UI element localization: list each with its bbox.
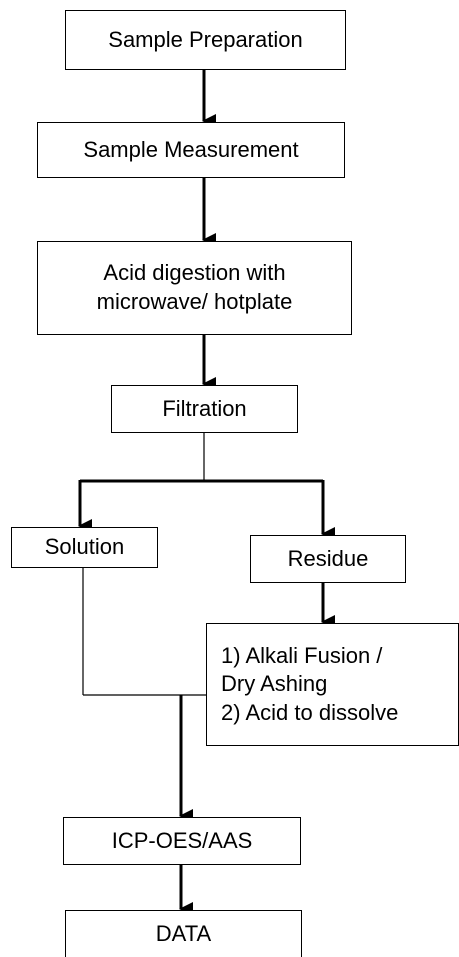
node-alkali-fusion: 1) Alkali Fusion / Dry Ashing 2) Acid to… (206, 623, 459, 746)
node-sample-preparation: Sample Preparation (65, 10, 346, 70)
node-filtration: Filtration (111, 385, 298, 433)
node-acid-digestion: Acid digestion with microwave/ hotplate (37, 241, 352, 335)
node-icp-oes-aas: ICP-OES/AAS (63, 817, 301, 865)
node-sample-measurement: Sample Measurement (37, 122, 345, 178)
node-solution: Solution (11, 527, 158, 568)
node-residue: Residue (250, 535, 406, 583)
node-data: DATA (65, 910, 302, 957)
